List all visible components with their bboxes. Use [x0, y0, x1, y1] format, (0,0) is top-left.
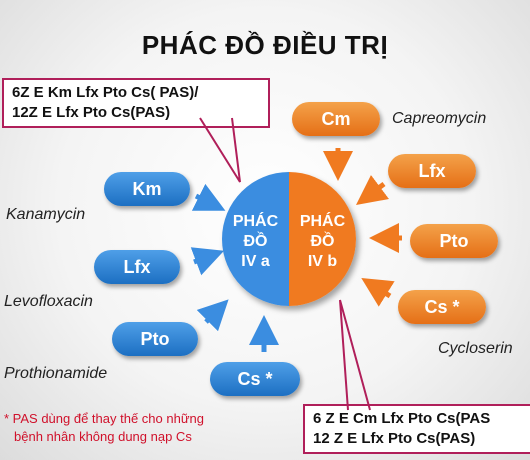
drug-pill-pto-right: Pto — [410, 224, 498, 258]
drug-name-levofloxacin: Levofloxacin — [4, 293, 93, 310]
pas-footnote: * PAS dùng để thay thế cho những bệnh nh… — [4, 410, 204, 446]
regimen-iva-line1: 6Z E Km Lfx Pto Cs( PAS)/ — [12, 84, 199, 101]
drug-name-prothionamide: Prothionamide — [4, 365, 108, 382]
regimen-iva-text2: ĐỒ — [243, 233, 268, 250]
arrow-pto-left — [196, 299, 229, 332]
regimen-iva-line2: 12Z E Lfx Pto Cs(PAS) — [12, 104, 171, 121]
regimen-ivb-text1: PHÁC — [299, 213, 346, 230]
arrow-cs-right — [361, 278, 395, 307]
drug-pill-km: Km — [104, 172, 190, 206]
page-title: PHÁC ĐỒ ĐIỀU TRỊ — [141, 30, 389, 60]
drug-pill-lfx-left: Lfx — [94, 250, 180, 284]
arrow-lfx-right — [356, 175, 389, 205]
drug-pill-pto-left: Pto — [112, 322, 198, 356]
regimen-circle: PHÁC ĐỒ IV a PHÁC ĐỒ IV b — [222, 172, 356, 306]
regimen-ivb-text3: IV b — [307, 253, 338, 270]
regimen-iva-text3: IV a — [241, 253, 270, 270]
drug-pill-cs-left: Cs * — [210, 362, 300, 396]
drug-pill-cm: Cm — [292, 102, 380, 136]
regimen-iva-box: 6Z E Km Lfx Pto Cs( PAS)/ 12Z E Lfx Pto … — [2, 78, 270, 128]
pas-footnote-line1: * PAS dùng để thay thế cho những — [4, 411, 204, 426]
pas-footnote-line2: bệnh nhân không dung nạp Cs — [14, 429, 192, 444]
regimen-ivb-line2: 12 Z E Lfx Pto Cs(PAS) — [313, 430, 476, 447]
ivb-callout-pointer — [339, 299, 371, 411]
drug-name-cycloserin: Cycloserin — [438, 340, 513, 357]
drug-name-kanamycin: Kanamycin — [6, 206, 86, 223]
regimen-iva-half — [222, 172, 289, 306]
drug-pill-cs-right: Cs * — [398, 290, 486, 324]
regimen-ivb-line1: 6 Z E Cm Lfx Pto Cs(PAS — [313, 410, 491, 427]
drug-pill-lfx-right: Lfx — [388, 154, 476, 188]
regimen-ivb-half — [289, 172, 356, 306]
regimen-ivb-box: 6 Z E Cm Lfx Pto Cs(PAS 12 Z E Lfx Pto C… — [303, 404, 530, 454]
regimen-ivb-text2: ĐỒ — [310, 233, 335, 250]
regimen-ivb-label: PHÁC ĐỒ IV b — [289, 212, 356, 272]
regimen-iva-label: PHÁC ĐỒ IV a — [222, 212, 289, 272]
drug-name-capreomycin: Capreomycin — [392, 110, 487, 127]
arrow-km — [191, 183, 226, 211]
arrow-lfx-left — [190, 247, 225, 276]
regimen-iva-text1: PHÁC — [232, 213, 279, 230]
